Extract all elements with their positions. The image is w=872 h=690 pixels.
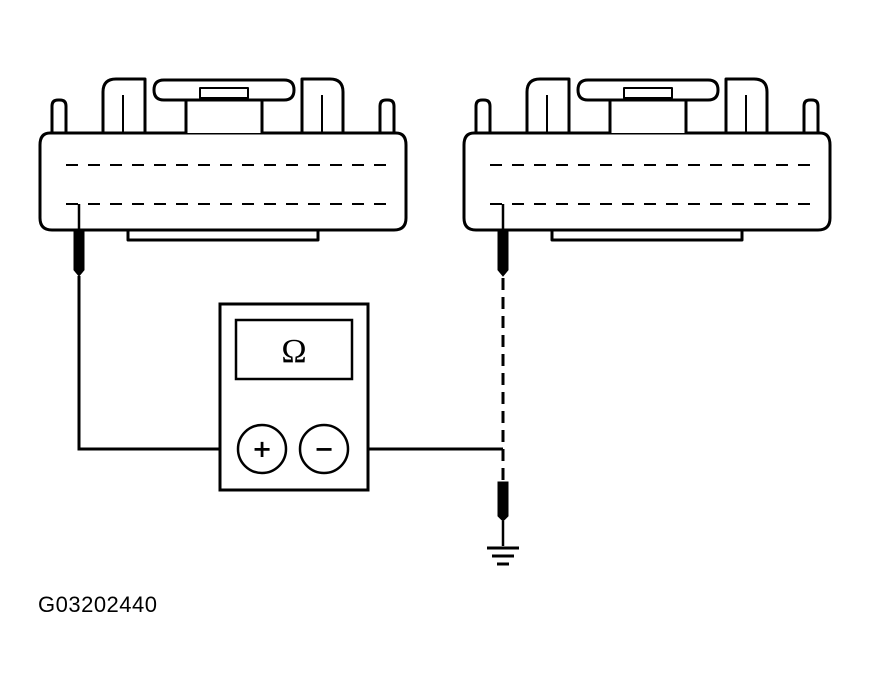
right-connector-post-left	[474, 98, 492, 133]
right-connector-post-right	[802, 98, 820, 133]
left-connector-lock	[184, 98, 264, 133]
right-connector-cavity-lines	[490, 164, 810, 205]
ohm-symbol: Ω	[281, 333, 306, 370]
right-probe	[497, 204, 509, 277]
ohmmeter: Ω + −	[218, 302, 370, 492]
positive-terminal	[236, 423, 288, 475]
left-connector-post-left	[50, 98, 68, 133]
negative-terminal	[298, 423, 350, 475]
left-connector-body	[38, 131, 408, 232]
right-connector-body	[462, 131, 832, 232]
right-connector-lock	[608, 98, 688, 133]
left-probe	[73, 204, 85, 277]
left-connector-cavity-lines	[66, 164, 386, 205]
left-probe-tip	[73, 231, 85, 277]
right-probe-tip	[497, 231, 509, 277]
right-connector	[462, 77, 832, 242]
positive-terminal-label: +	[252, 435, 272, 463]
left-connector	[38, 77, 408, 242]
positive-lead-wire	[77, 276, 238, 451]
figure-id: G03202440	[38, 592, 158, 617]
ground-icon	[487, 546, 519, 566]
negative-terminal-label: −	[314, 435, 334, 463]
ground-probe-tip	[497, 481, 509, 522]
ohmmeter-display	[234, 318, 354, 381]
ground-probe	[497, 481, 509, 546]
left-connector-post-right	[378, 98, 396, 133]
